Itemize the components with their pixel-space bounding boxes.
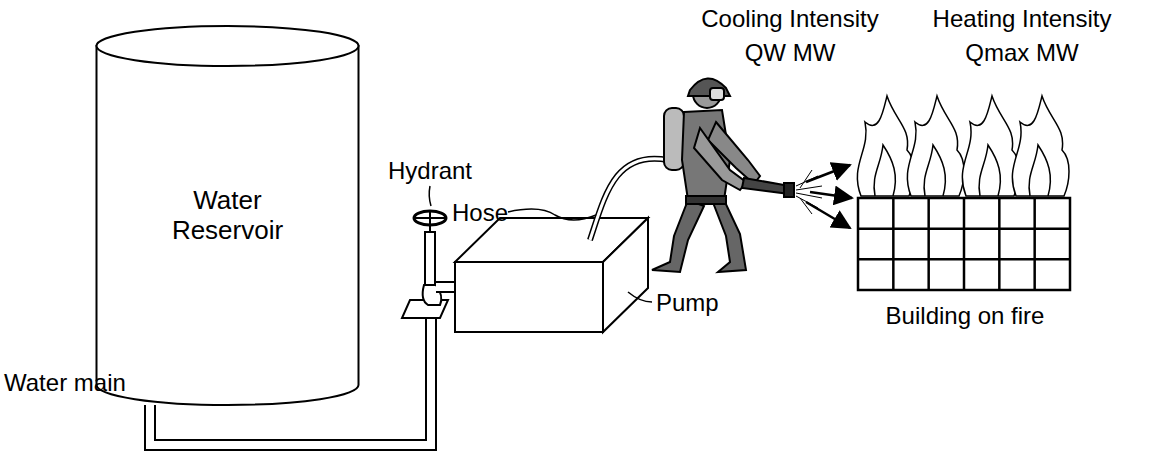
hydrant-symbol (402, 211, 448, 318)
flame-inner (874, 145, 895, 196)
flame (857, 96, 914, 196)
building-grid (858, 198, 1070, 290)
quantity-label: Cooling Intensity (701, 6, 878, 32)
pump-box (455, 218, 648, 332)
building-node: Building on fire (840, 196, 1090, 330)
part-label: Pump (656, 290, 719, 316)
flame-inner (924, 145, 945, 196)
grid-line (927, 198, 930, 290)
node-label: Water Reservoir (143, 186, 313, 246)
flame-inner (1029, 145, 1050, 196)
grid-line (963, 198, 966, 290)
flames (857, 96, 1069, 196)
grid-line (998, 198, 1001, 290)
quantity-label: Heating Intensity (933, 6, 1112, 32)
grid-line (858, 258, 1070, 261)
grid-line (1033, 198, 1036, 290)
flame (907, 96, 964, 196)
cylinder-top (97, 26, 359, 66)
grid-line (858, 227, 1070, 230)
quantity-value: QW MW (745, 40, 836, 66)
part-label: Hose (452, 200, 508, 226)
part-label: Hydrant (388, 158, 472, 184)
node-label: Building on fire (886, 302, 1045, 330)
firefighter-figure (652, 78, 794, 272)
grid-line (892, 198, 895, 290)
flame (962, 96, 1019, 196)
part-label: Water main (4, 370, 126, 396)
reservoir-cylinder: Water Reservoir (95, 25, 360, 407)
quantity-value: Qmax MW (965, 40, 1078, 66)
flame (1012, 96, 1069, 196)
building-outline (858, 198, 1070, 290)
cylinder-body (97, 45, 359, 405)
flame-inner (979, 145, 1000, 196)
cooling-arrows (806, 165, 852, 228)
